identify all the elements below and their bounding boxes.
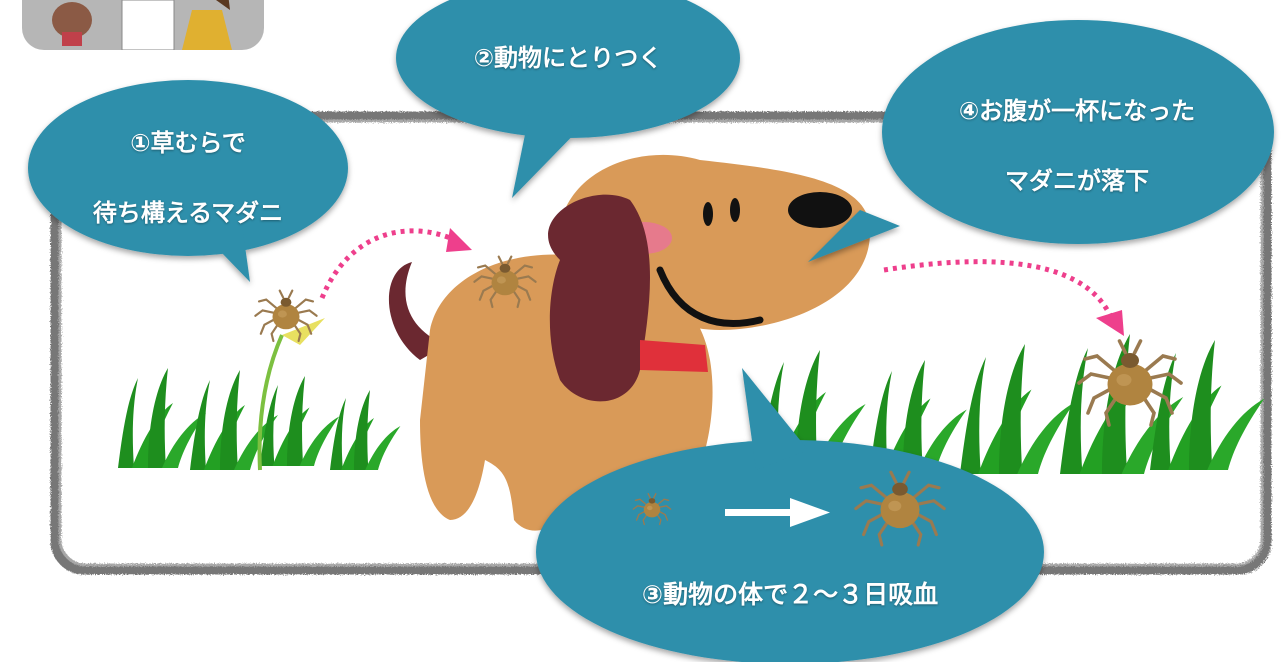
step-number: ③ bbox=[641, 580, 664, 609]
speech-bubble-1 bbox=[28, 80, 348, 282]
right-arrow bbox=[725, 498, 830, 527]
step-text: 待ち構えるマダニ bbox=[92, 199, 284, 227]
step-number: ④ bbox=[958, 97, 980, 125]
step-text: 草むらで bbox=[150, 129, 246, 157]
grass-stalk bbox=[257, 334, 284, 471]
dotted-arrow bbox=[319, 228, 457, 299]
step-3-label: ③動物の体で２～３日吸血 bbox=[540, 575, 1040, 615]
step-4-label: ④お腹が一杯になった マダニが落下 bbox=[878, 76, 1276, 216]
speech-bubble-4 bbox=[808, 20, 1274, 262]
step-1-label: ①草むらで 待ち構えるマダニ bbox=[38, 108, 338, 248]
step-text: マダニが落下 bbox=[1005, 167, 1149, 195]
step-number: ② bbox=[473, 44, 495, 72]
step-number: ① bbox=[130, 129, 151, 157]
speech-bubble-2 bbox=[396, 0, 740, 198]
dog-illustration bbox=[388, 154, 871, 531]
thumbnail-card bbox=[22, 0, 264, 51]
step-2-label: ②動物にとりつく bbox=[398, 38, 738, 78]
step-text: お腹が一杯になった bbox=[979, 97, 1196, 125]
step-text: 動物にとりつく bbox=[494, 44, 663, 72]
step-text: 動物の体で２～３日吸血 bbox=[663, 580, 939, 609]
dotted-arrow bbox=[883, 259, 1113, 317]
thumbnail-characters bbox=[52, 0, 232, 51]
